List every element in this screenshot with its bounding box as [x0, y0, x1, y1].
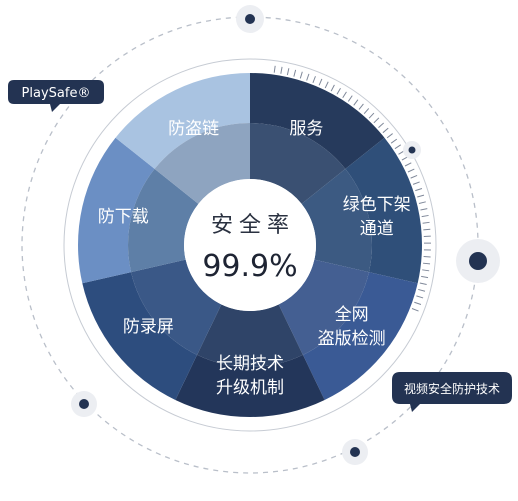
orbit-dot-left: [71, 391, 97, 417]
tick-mark: [412, 181, 420, 185]
tick-mark: [299, 71, 303, 79]
orbit-dot-large-right: [456, 239, 500, 283]
segment-label-0: 服务: [289, 119, 323, 139]
segment-outer-6: [115, 73, 250, 169]
tick-mark: [373, 117, 380, 124]
segment-label-4: 防录屏: [123, 317, 174, 337]
orbit-dot-top: [236, 5, 264, 33]
tick-mark: [347, 95, 353, 102]
tick-mark: [386, 133, 393, 139]
segment-inner-0: [250, 123, 346, 204]
orbit-dot-bottom: [342, 439, 368, 465]
tick-mark: [342, 91, 347, 99]
center-value: 99.9%: [202, 249, 297, 284]
tick-mark: [407, 168, 415, 173]
orbit-dot-small-right: [403, 141, 421, 159]
tick-mark: [421, 214, 429, 218]
tick-mark: [330, 84, 335, 92]
segment-label-6: 防盗链: [168, 119, 219, 139]
tick-mark: [420, 208, 428, 211]
tick-marks-arc: [273, 65, 431, 312]
tick-mark: [363, 108, 370, 115]
tick-mark: [418, 288, 426, 292]
tick-mark: [378, 122, 384, 129]
tick-mark: [280, 66, 283, 74]
tick-mark: [324, 81, 329, 89]
segments-inner-ring: [128, 123, 372, 367]
playsafe-text: PlaySafe®: [22, 86, 91, 101]
tick-mark: [416, 295, 424, 299]
segment-outer-5: [78, 137, 155, 284]
tick-mark: [382, 127, 389, 134]
segment-inner-2: [278, 259, 369, 355]
tick-mark: [293, 69, 297, 77]
tick-mark: [306, 73, 310, 81]
tick-mark: [422, 269, 430, 272]
tick-mark: [390, 138, 398, 144]
center-circle: [184, 179, 316, 311]
tick-mark: [423, 228, 431, 231]
playsafe-badge: PlaySafe®: [8, 80, 104, 112]
tick-mark: [368, 112, 375, 119]
tick-mark: [273, 65, 276, 73]
tick-mark: [422, 221, 430, 224]
segment-outer-4: [82, 272, 198, 400]
segment-inner-1: [301, 168, 372, 273]
tick-mark: [353, 99, 359, 106]
segment-inner-3: [197, 304, 303, 367]
segment-label-3: 长期技术升级机制: [216, 354, 284, 398]
tick-mark: [411, 308, 419, 312]
tick-mark: [286, 68, 290, 76]
segment-label-5: 防下载: [98, 207, 149, 227]
tick-mark: [336, 87, 341, 95]
segment-inner-6: [154, 123, 250, 204]
video-protection-text: 视频安全防护技术: [404, 381, 500, 396]
tick-mark: [358, 103, 364, 110]
segment-outer-3: [175, 354, 325, 417]
tick-mark: [394, 144, 402, 150]
tick-mark: [312, 76, 316, 83]
inner-thin-ring: [63, 58, 437, 432]
tick-mark: [417, 194, 425, 198]
segment-outer-2: [302, 272, 418, 400]
segments-outer-ring: [78, 73, 422, 417]
segment-inner-5: [128, 168, 199, 273]
tick-mark: [415, 187, 423, 192]
tick-mark: [410, 174, 418, 179]
segment-label-2: 全网盗版检测: [318, 305, 386, 349]
segment-label-1: 绿色下架通道: [343, 195, 411, 239]
tick-mark: [421, 275, 429, 279]
center-title: 安全率: [211, 213, 295, 238]
segment-inner-4: [131, 259, 222, 355]
segment-outer-1: [345, 137, 422, 284]
segment-outer-0: [250, 73, 385, 169]
video-protection-badge: 视频安全防护技术: [392, 372, 512, 412]
tick-mark: [419, 282, 427, 285]
tick-mark: [404, 162, 412, 167]
tick-mark: [418, 201, 426, 204]
tick-mark: [422, 262, 431, 265]
tick-mark: [414, 301, 422, 305]
tick-mark: [318, 78, 323, 86]
